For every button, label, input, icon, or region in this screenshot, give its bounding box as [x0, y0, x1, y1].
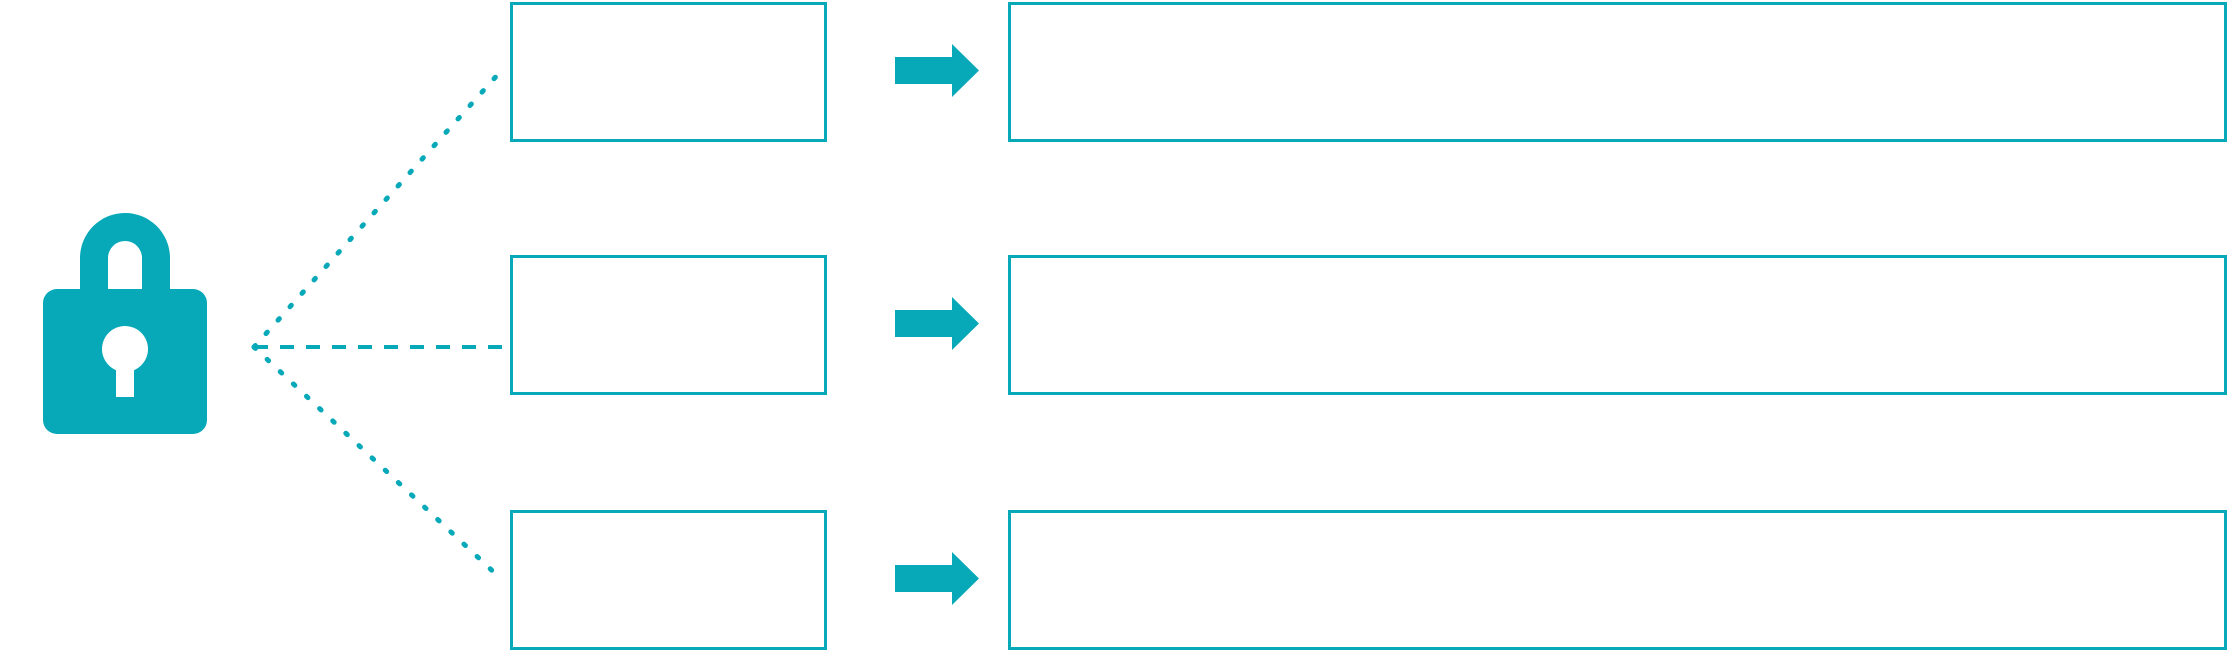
- left-box-row-3[interactable]: [510, 510, 827, 650]
- lock-shackle: [80, 213, 170, 292]
- left-box-row-2[interactable]: [510, 255, 827, 395]
- flow-row-3: [510, 510, 2227, 650]
- flow-row-2: [510, 255, 2227, 395]
- connector-group: [251, 69, 507, 581]
- connector-to-row-1: [251, 69, 503, 350]
- flow-row-1: [510, 2, 2227, 142]
- connector-to-row-3: [251, 344, 503, 581]
- lock-keyhole-stem: [116, 349, 134, 397]
- right-box-row-2[interactable]: [1008, 255, 2227, 395]
- arrow-right-row-1: [895, 44, 979, 97]
- arrow-right-row-3: [895, 552, 979, 605]
- right-box-row-1[interactable]: [1008, 2, 2227, 142]
- lock-icon[interactable]: [43, 213, 207, 434]
- left-box-row-1[interactable]: [510, 2, 827, 142]
- right-box-row-3[interactable]: [1008, 510, 2227, 650]
- arrow-right-row-2: [895, 297, 979, 350]
